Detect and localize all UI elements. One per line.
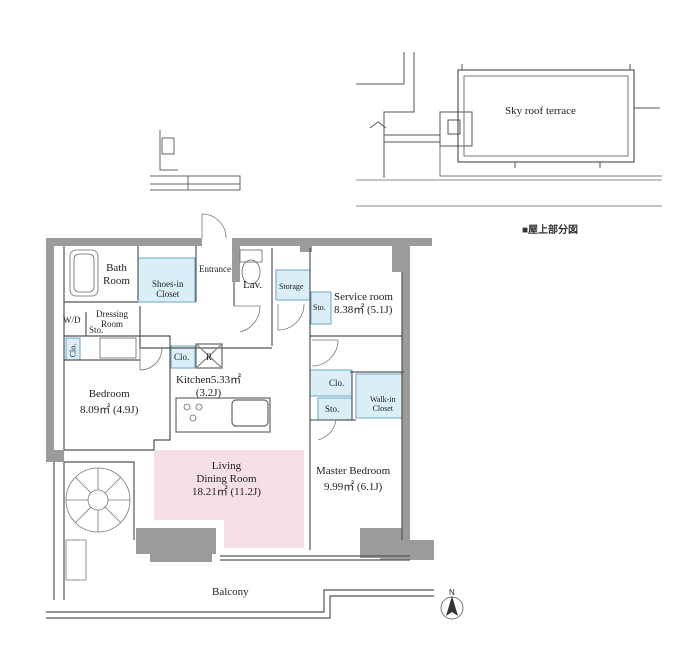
bedroom-closet-label: Clo. [68, 343, 78, 358]
stair-fragment [150, 130, 241, 191]
storage-label: Storage [279, 282, 304, 291]
compass-north-label: N [449, 588, 455, 597]
master-storage-label: Sto. [325, 404, 340, 414]
wet-areas [65, 257, 405, 421]
fixtures [69, 249, 263, 422]
sky-roof-terrace-label: Sky roof terrace [505, 105, 576, 117]
master-closet-label: Clo. [329, 378, 345, 388]
wd-label: W/D [63, 315, 81, 325]
compass [440, 596, 464, 620]
kitchen-label: Kitchen5.33㎡(3.2J) [176, 374, 242, 399]
rooftop-plan [356, 52, 662, 207]
living-dining-label: Living Dining Room 18.21㎡ (11.2J) [192, 460, 261, 498]
living-highlight [154, 450, 304, 548]
entrance-label: Entrance [199, 264, 231, 274]
door-swings [139, 213, 339, 441]
spiral-stair [65, 467, 131, 581]
refrigerator-label: R [206, 352, 213, 362]
lavatory-label: Lav. [243, 279, 263, 291]
service-storage-label: Sto. [313, 303, 326, 312]
balcony-label: Balcony [212, 586, 249, 598]
sky-roof-terrace [457, 69, 635, 163]
interior-lines [46, 246, 434, 619]
rooftop-section-label: ■屋上部分図 [522, 225, 579, 236]
kitchen-closet-label: Clo. [174, 352, 190, 362]
walls [46, 238, 434, 562]
dressing-storage-label: Sto. [89, 325, 104, 335]
